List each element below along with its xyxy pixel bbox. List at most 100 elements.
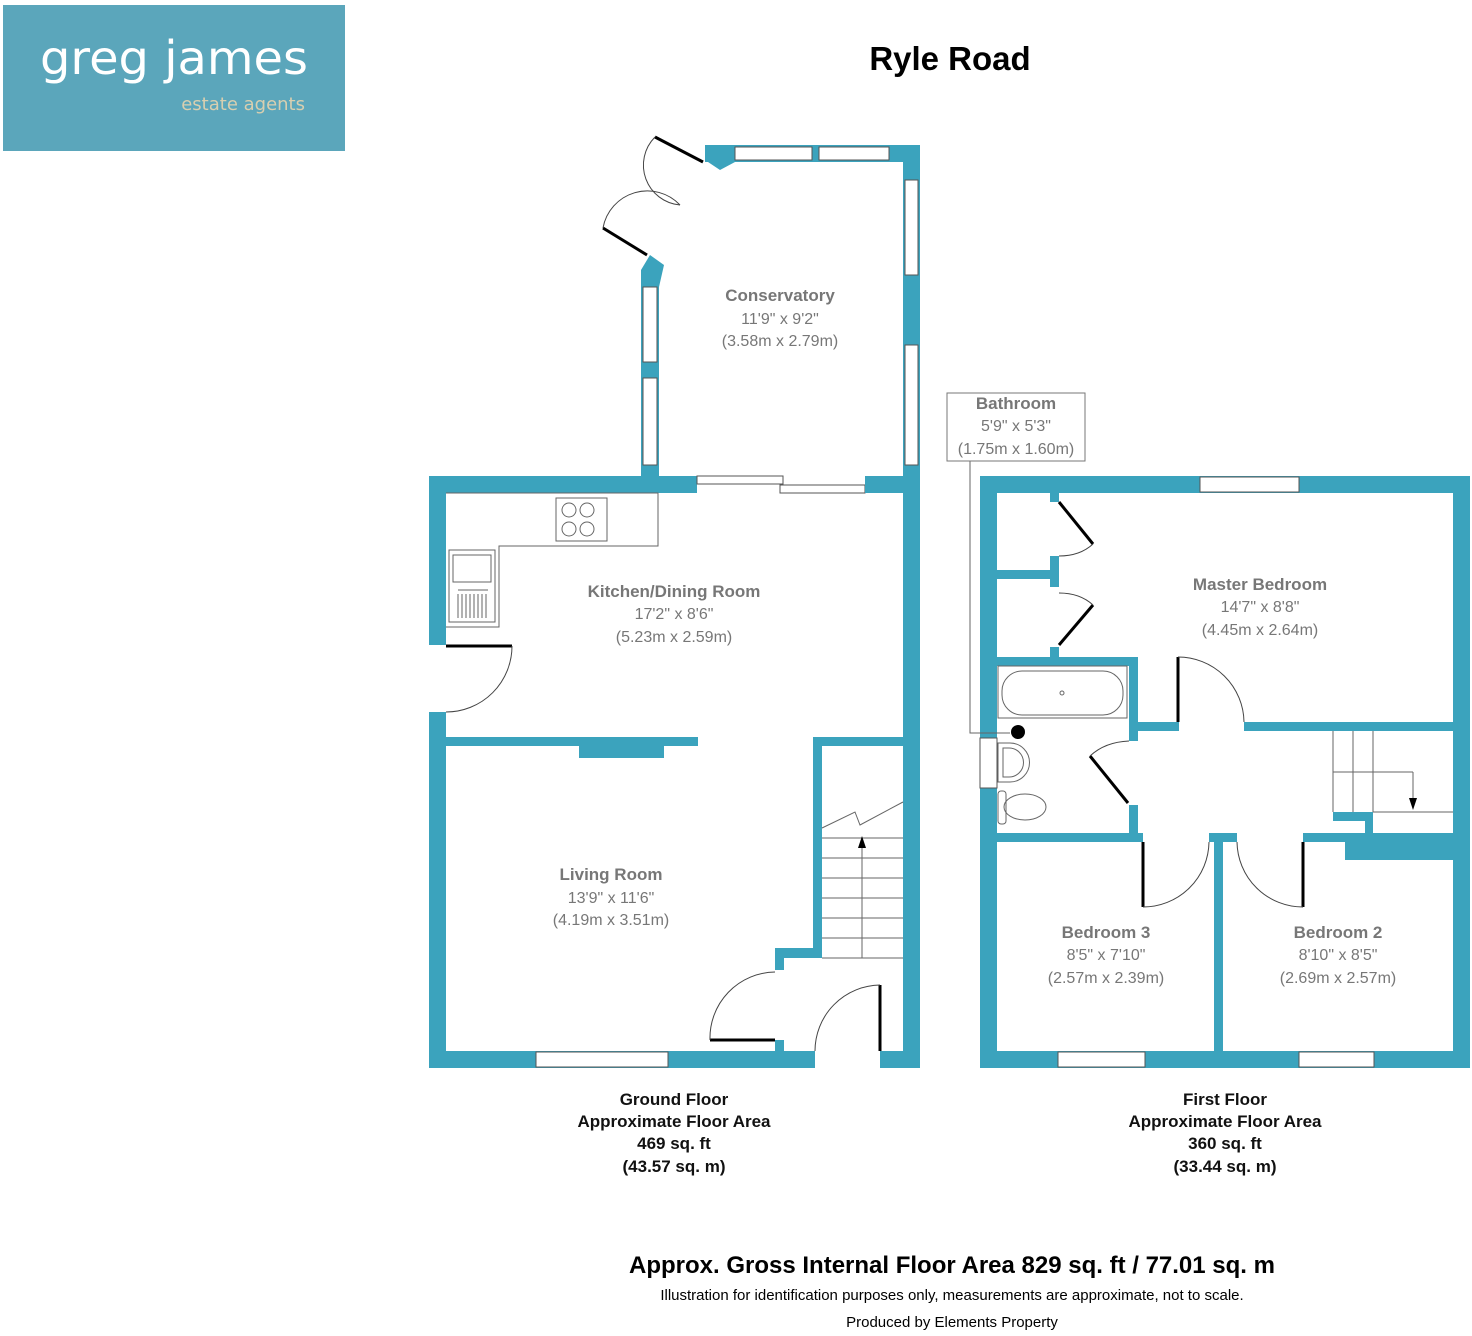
logo-background: [3, 5, 345, 151]
wall: [429, 476, 446, 645]
svg-text:Approximate Floor Area: Approximate Floor Area: [577, 1112, 771, 1131]
svg-text:13'9" x 11'6": 13'9" x 11'6": [568, 890, 655, 907]
wall: [980, 1051, 1470, 1068]
room-label-master-bedroom: Master Bedroom 14'7" x 8'8" (4.45m x 2.6…: [1193, 575, 1327, 639]
svg-text:Ground Floor: Ground Floor: [620, 1090, 729, 1109]
door-swing: [709, 971, 776, 1041]
svg-text:(3.58m x 2.79m): (3.58m x 2.79m): [722, 333, 838, 350]
wall: [641, 255, 664, 287]
window: [642, 377, 658, 466]
svg-text:Bathroom: Bathroom: [976, 394, 1056, 413]
door-swing: [445, 645, 513, 713]
svg-text:(2.69m x 2.57m): (2.69m x 2.57m): [1280, 970, 1396, 987]
sink-icon: [448, 549, 496, 623]
door-swing: [1142, 841, 1210, 908]
kitchen-counter: [446, 492, 659, 628]
svg-text:(4.45m x 2.64m): (4.45m x 2.64m): [1202, 622, 1318, 639]
label-leader-line: [969, 461, 1010, 734]
wall: [1333, 812, 1373, 821]
logo: greg james estate agents: [3, 5, 345, 151]
svg-text:(5.23m x 2.59m): (5.23m x 2.59m): [616, 629, 732, 646]
wall: [1129, 657, 1138, 741]
window: [904, 179, 919, 276]
sliding-door: [696, 475, 784, 485]
window: [535, 1051, 669, 1068]
svg-text:Kitchen/Dining Room: Kitchen/Dining Room: [588, 582, 761, 601]
room-label-bathroom: Bathroom 5'9" x 5'3" (1.75m x 1.60m): [958, 394, 1074, 458]
window: [818, 146, 890, 161]
window: [1057, 1051, 1146, 1068]
window: [642, 286, 658, 363]
svg-text:Living Room: Living Room: [560, 865, 663, 884]
first-floor-area: First Floor Approximate Floor Area 360 s…: [1128, 1090, 1322, 1176]
svg-text:8'10" x 8'5": 8'10" x 8'5": [1299, 947, 1378, 964]
room-label-kitchen: Kitchen/Dining Room 17'2" x 8'6" (5.23m …: [588, 582, 761, 646]
svg-text:469 sq. ft: 469 sq. ft: [637, 1134, 711, 1153]
wall: [1050, 647, 1059, 657]
door-swing: [602, 190, 681, 229]
wall: [1050, 493, 1059, 502]
stair-arrow-icon: [858, 836, 866, 848]
wall: [775, 1040, 784, 1051]
door-swing: [1236, 841, 1304, 908]
wall: [429, 476, 697, 493]
svg-text:Approximate Floor Area: Approximate Floor Area: [1128, 1112, 1322, 1131]
staircase: [821, 801, 904, 959]
svg-text:(33.44 sq. m): (33.44 sq. m): [1174, 1157, 1277, 1176]
svg-text:(1.75m x 1.60m): (1.75m x 1.60m): [958, 441, 1074, 458]
svg-text:360 sq. ft: 360 sq. ft: [1188, 1134, 1262, 1153]
sliding-door: [779, 484, 866, 494]
door: [654, 135, 704, 164]
door-swing: [642, 136, 681, 206]
wall: [997, 833, 1143, 842]
window: [1298, 1051, 1375, 1068]
door: [1088, 755, 1130, 804]
wall: [865, 476, 920, 493]
wall: [813, 737, 822, 958]
wall: [446, 737, 698, 746]
svg-text:Conservatory: Conservatory: [725, 286, 835, 305]
staircase: [1332, 731, 1453, 813]
wall: [705, 145, 735, 170]
wall: [1129, 722, 1179, 731]
wall: [429, 712, 446, 1068]
disclaimer: Illustration for identification purposes…: [660, 1287, 1243, 1304]
room-label-living: Living Room 13'9" x 11'6" (4.19m x 3.51m…: [553, 865, 669, 929]
wall: [775, 948, 822, 958]
svg-text:First Floor: First Floor: [1183, 1090, 1267, 1109]
door: [602, 226, 648, 257]
bathroom-label-box: [946, 392, 1086, 462]
wall: [880, 1051, 920, 1068]
door-swing: [1058, 592, 1094, 606]
chimney-breast: [579, 746, 664, 758]
svg-text:Bedroom 2: Bedroom 2: [1294, 923, 1383, 942]
wall: [1050, 556, 1059, 587]
ground-floor-area: Ground Floor Approximate Floor Area 469 …: [577, 1090, 771, 1176]
room-label-bedroom-2: Bedroom 2 8'10" x 8'5" (2.69m x 2.57m): [1280, 923, 1396, 987]
producer-credit: Produced by Elements Property: [846, 1314, 1058, 1331]
total-floor-area: Approx. Gross Internal Floor Area 829 sq…: [629, 1252, 1275, 1279]
hob-icon: [555, 497, 608, 542]
door-swing: [1177, 656, 1245, 723]
wall: [1345, 833, 1453, 860]
first-floor-plan: [946, 392, 1470, 1068]
room-label-conservatory: Conservatory 11'9" x 9'2" (3.58m x 2.79m…: [722, 286, 838, 350]
wardrobe-door: [1057, 501, 1095, 545]
door-swing: [1089, 740, 1130, 757]
wall: [1244, 722, 1453, 731]
wall: [1129, 805, 1138, 842]
window: [979, 737, 998, 789]
wall: [997, 657, 1138, 666]
wall: [1453, 476, 1470, 1068]
ground-floor-plan: [429, 135, 920, 1068]
wall: [997, 570, 1050, 579]
svg-text:(43.57 sq. m): (43.57 sq. m): [623, 1157, 726, 1176]
wall: [1214, 833, 1223, 1051]
window: [1199, 476, 1300, 493]
wall: [903, 145, 920, 1068]
door-swing: [814, 984, 881, 1052]
toilet-icon: [997, 790, 1047, 825]
svg-text:Master Bedroom: Master Bedroom: [1193, 575, 1327, 594]
wardrobe-door: [1057, 604, 1095, 646]
